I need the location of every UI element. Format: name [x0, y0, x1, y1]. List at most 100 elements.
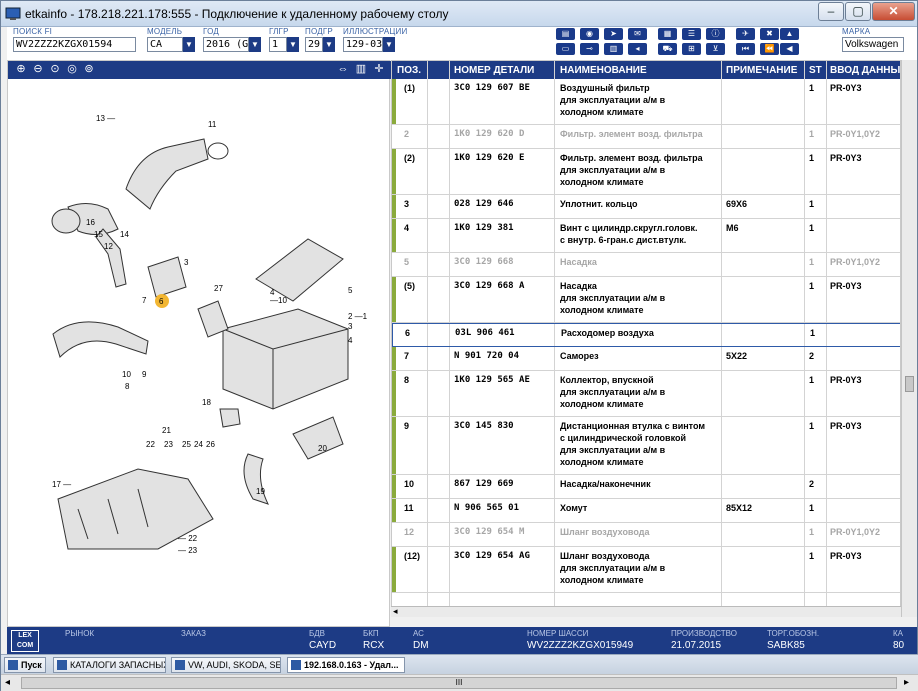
cell-pos: 12	[404, 527, 415, 537]
taskbar-item-catalogs[interactable]: КАТАЛОГИ ЗАПАСНЫХ ...	[53, 657, 166, 673]
pin-icon[interactable]: ✈	[736, 28, 755, 40]
taskbar-item-vw[interactable]: VW, AUDI, SKODA, SEAT	[171, 657, 281, 673]
cell-name: Шланг воздуховода для эксплуатации а/м в…	[560, 551, 666, 585]
move-icon[interactable]: ✛	[374, 63, 384, 75]
header-part-no[interactable]: НОМЕР ДЕТАЛИ	[454, 65, 535, 76]
up-icon[interactable]: ▲	[780, 28, 799, 40]
subgroup-select[interactable]: 29	[305, 37, 323, 52]
maximize-button[interactable]: ▢	[845, 2, 871, 21]
zoom-in-icon[interactable]: ⊕	[16, 63, 26, 75]
group-select[interactable]: 1	[269, 37, 287, 52]
row-status-bar	[392, 371, 396, 416]
brand-select[interactable]: Volkswagen	[842, 37, 904, 52]
scroll-left-icon[interactable]: ◂	[393, 606, 398, 616]
callout-10b: 10	[122, 370, 131, 379]
zoom-out-icon[interactable]: ⊖	[33, 63, 43, 75]
scroll-left-icon[interactable]: ◂	[5, 677, 11, 688]
cell-note: 69X6	[726, 199, 748, 209]
header-qty[interactable]: ST	[809, 65, 822, 76]
mail-icon[interactable]: ✉	[628, 28, 647, 40]
zoom-fit-icon[interactable]: ◎	[67, 63, 77, 75]
cell-pos: 2	[404, 129, 410, 139]
cell-name: Шланг воздуховода	[560, 527, 650, 537]
zoom-reset-icon[interactable]: ⊚	[84, 63, 94, 75]
header-note[interactable]: ПРИМЕЧАНИЕ	[726, 65, 798, 76]
table-horizontal-scrollbar[interactable]: ◂	[391, 606, 901, 617]
camera-icon[interactable]: ◉	[580, 28, 599, 40]
taskbar-item-rdp[interactable]: 192.168.0.163 - Удал...	[287, 657, 405, 673]
search-input[interactable]: WV2ZZZ2KZGX01594	[13, 37, 136, 52]
tool-icon[interactable]: ✖	[760, 28, 779, 40]
illustration-select[interactable]: 129-030	[343, 37, 383, 52]
cell-part-no: 3C0 129 607 BE	[454, 83, 530, 93]
illustration-dropdown-icon[interactable]: ▼	[383, 37, 395, 52]
print-icon[interactable]: ▤	[556, 28, 575, 40]
keyboard-icon[interactable]: ▭	[556, 43, 575, 55]
zoom-area-icon[interactable]: ⊙	[50, 63, 60, 75]
header-pos[interactable]: ПОЗ.	[397, 65, 422, 76]
list-icon[interactable]: ☰	[682, 28, 701, 40]
scroll-thumb[interactable]: III	[21, 677, 897, 689]
car-icon[interactable]: ⛟	[658, 43, 677, 55]
vertical-scrollbar[interactable]	[901, 60, 917, 617]
year-select[interactable]: 2016 (G)	[203, 37, 249, 52]
filter-icon[interactable]: ⊞	[682, 43, 701, 55]
callout-22b: — 22	[178, 534, 198, 543]
model-dropdown-icon[interactable]: ▼	[183, 37, 195, 52]
info-icon[interactable]: ⓘ	[706, 28, 725, 40]
minimize-button[interactable]: ‒	[818, 2, 844, 21]
cell-qty: 1	[810, 328, 816, 338]
cart-icon[interactable]: ⊻	[706, 43, 725, 55]
cell-name: Насадка для эксплуатации а/м в холодном …	[560, 281, 666, 315]
callout-20: 20	[318, 444, 327, 453]
cell-input: PR-0Y1,0Y2	[830, 129, 881, 139]
paint-label: ТОРГ.ОБОЗН.	[767, 629, 820, 638]
year-dropdown-icon[interactable]: ▼	[249, 37, 261, 52]
header-input[interactable]: ВВОД ДАННЫХ	[830, 65, 901, 76]
callout-6-highlight[interactable]	[155, 294, 169, 308]
split-view-icon[interactable]: ▥	[355, 63, 367, 75]
cell-qty: 1	[809, 503, 815, 513]
vehicle-status-bar: LEX COM РЫНОК ЗАКАЗ БДВ CAYD БКП RCX АС …	[7, 627, 917, 654]
send-icon[interactable]: ➤	[604, 28, 623, 40]
outer-horizontal-scrollbar[interactable]: ◂ III ▸	[1, 674, 918, 691]
key-icon[interactable]: ⊸	[580, 43, 599, 55]
scroll-right-icon[interactable]: ▸	[904, 677, 910, 688]
callout-4b: 4	[348, 336, 353, 345]
cell-name: Расходомер воздуха	[561, 328, 654, 338]
model-select[interactable]: CA	[147, 37, 183, 52]
header-name[interactable]: НАИМЕНОВАНИЕ	[560, 65, 647, 76]
group-dropdown-icon[interactable]: ▼	[287, 37, 299, 52]
close-button[interactable]: ✕	[872, 2, 915, 21]
subgroup-dropdown-icon[interactable]: ▼	[323, 37, 335, 52]
note-icon[interactable]: ▦	[658, 28, 677, 40]
prev-page-icon[interactable]: ⏪	[760, 43, 779, 55]
arrow-left-small-icon[interactable]: ◂	[628, 43, 647, 55]
bent-hose-part	[52, 321, 149, 358]
vertical-scroll-thumb[interactable]	[905, 376, 914, 392]
start-button[interactable]: Пуск	[4, 657, 46, 673]
sensor-housing-part	[197, 300, 229, 338]
table-icon[interactable]: ▥	[604, 43, 623, 55]
year-label: ГОД	[203, 27, 219, 36]
first-page-icon[interactable]: ⏮	[736, 43, 755, 55]
brand-label: МАРКА	[842, 27, 871, 36]
air-mass-meter-part	[147, 256, 187, 298]
fit-width-icon[interactable]: ⇔	[337, 63, 349, 75]
back-icon[interactable]: ◀	[780, 43, 799, 55]
